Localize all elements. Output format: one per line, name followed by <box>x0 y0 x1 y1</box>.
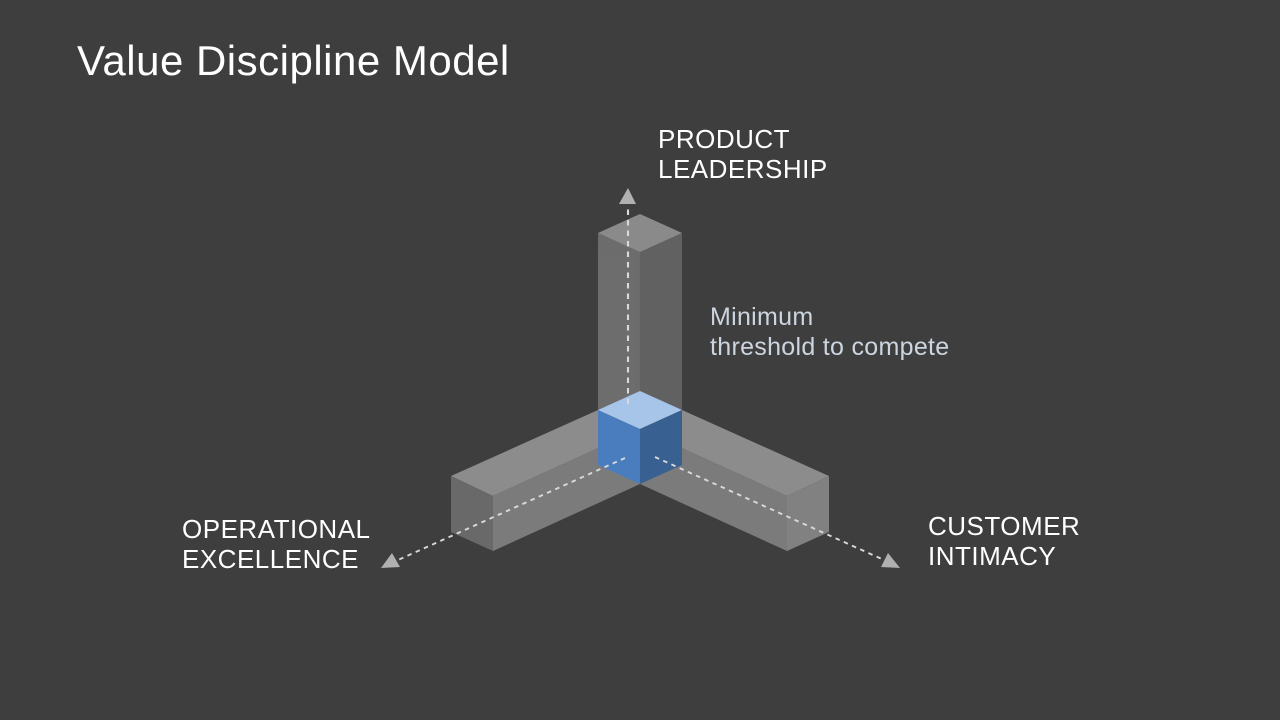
column-right-face <box>640 233 682 429</box>
right-bar-end-face <box>787 476 829 551</box>
operational-excellence-axis-line <box>397 457 626 561</box>
label-product-leadership-line1: PRODUCT <box>658 124 791 154</box>
center-cube-right-face <box>640 410 682 484</box>
label-customer-intimacy-line2: INTIMACY <box>928 541 1057 571</box>
left-bar-top-face <box>451 410 640 496</box>
center-cube <box>598 391 682 484</box>
label-operational-excellence-line1: OPERATIONAL <box>182 514 371 544</box>
annotation-minimum-threshold: Minimum threshold to compete <box>710 302 949 362</box>
right-arrowhead <box>881 553 900 568</box>
label-operational-excellence-line2: EXCELLENCE <box>182 544 359 574</box>
vertical-column-3d <box>598 214 682 429</box>
left-bar-end-face <box>451 476 493 551</box>
left-arrowhead <box>381 553 400 568</box>
label-product-leadership-line2: LEADERSHIP <box>658 154 828 184</box>
label-product-leadership: PRODUCT LEADERSHIP <box>658 124 828 184</box>
annotation-line1: Minimum <box>710 303 814 331</box>
label-operational-excellence: OPERATIONAL EXCELLENCE <box>182 514 371 574</box>
label-customer-intimacy-line1: CUSTOMER <box>928 511 1081 541</box>
up-arrowhead <box>619 188 636 204</box>
column-top-face <box>598 214 682 252</box>
slide-title: Value Discipline Model <box>77 37 510 84</box>
right-bar-top-face <box>640 410 829 496</box>
column-left-face <box>598 233 640 429</box>
label-customer-intimacy: CUSTOMER INTIMACY <box>928 511 1080 571</box>
annotation-line2: threshold to compete <box>710 333 950 361</box>
customer-intimacy-axis-line <box>654 456 885 561</box>
